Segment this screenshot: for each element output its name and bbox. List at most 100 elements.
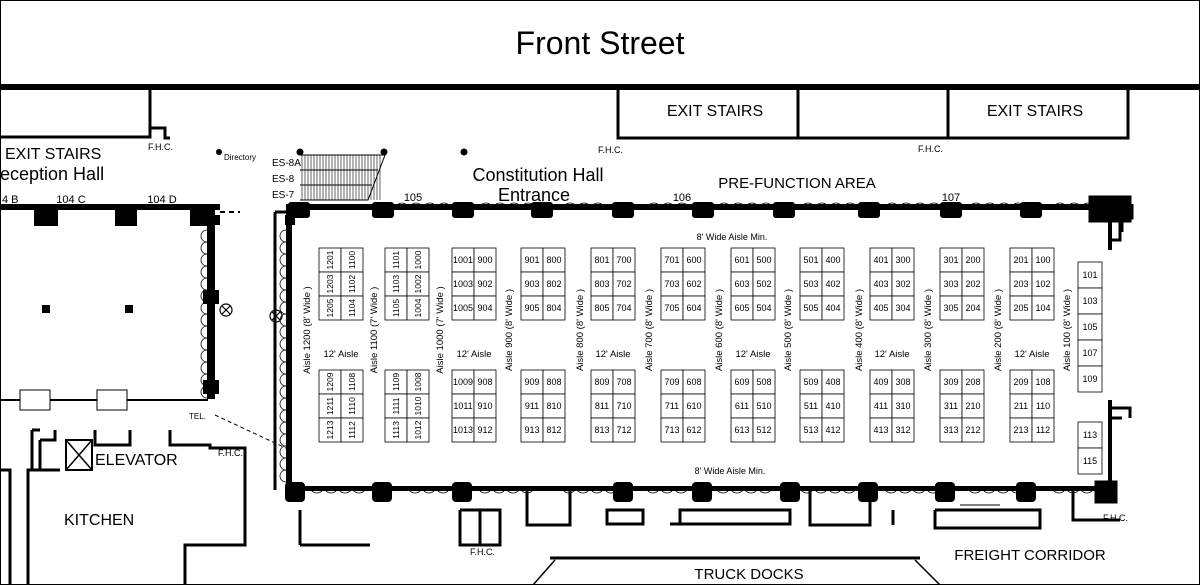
booth[interactable]: 412: [821, 417, 845, 443]
booth[interactable]: 1001: [451, 247, 475, 273]
booth[interactable]: 203: [1009, 271, 1033, 297]
booth[interactable]: 311: [939, 393, 963, 419]
booth[interactable]: 500: [752, 247, 776, 273]
booth[interactable]: 505: [799, 295, 823, 321]
booth[interactable]: 303: [939, 271, 963, 297]
booth[interactable]: 1012: [406, 417, 430, 443]
booth[interactable]: 1209: [318, 369, 342, 395]
booth[interactable]: 409: [869, 369, 893, 395]
booth[interactable]: 401: [869, 247, 893, 273]
booth[interactable]: 202: [961, 271, 985, 297]
booth[interactable]: 702: [612, 271, 636, 297]
booth[interactable]: 712: [612, 417, 636, 443]
booth[interactable]: 1113: [384, 417, 408, 443]
booth[interactable]: 1108: [340, 369, 364, 395]
booth[interactable]: 609: [730, 369, 754, 395]
booth[interactable]: 809: [590, 369, 614, 395]
booth[interactable]: 1000: [406, 247, 430, 273]
booth[interactable]: 610: [682, 393, 706, 419]
booth[interactable]: 803: [590, 271, 614, 297]
booth[interactable]: 711: [660, 393, 684, 419]
booth[interactable]: 512: [752, 417, 776, 443]
booth[interactable]: 1101: [384, 247, 408, 273]
booth[interactable]: 511: [799, 393, 823, 419]
booth[interactable]: 510: [752, 393, 776, 419]
booth[interactable]: 913: [520, 417, 544, 443]
booth[interactable]: 1201: [318, 247, 342, 273]
booth[interactable]: 903: [520, 271, 544, 297]
booth[interactable]: 608: [682, 369, 706, 395]
booth[interactable]: 1003: [451, 271, 475, 297]
booth[interactable]: 210: [961, 393, 985, 419]
booth[interactable]: 501: [799, 247, 823, 273]
booth[interactable]: 813: [590, 417, 614, 443]
wall-booth[interactable]: 107: [1077, 339, 1103, 367]
booth[interactable]: 704: [612, 295, 636, 321]
booth[interactable]: 502: [752, 271, 776, 297]
booth[interactable]: 800: [542, 247, 566, 273]
booth[interactable]: 402: [821, 271, 845, 297]
booth[interactable]: 701: [660, 247, 684, 273]
booth[interactable]: 308: [891, 369, 915, 395]
booth[interactable]: 212: [961, 417, 985, 443]
wall-booth[interactable]: 103: [1077, 287, 1103, 315]
booth[interactable]: 1112: [340, 417, 364, 443]
booth[interactable]: 404: [821, 295, 845, 321]
booth[interactable]: 708: [612, 369, 636, 395]
booth[interactable]: 110: [1031, 393, 1055, 419]
booth[interactable]: 104: [1031, 295, 1055, 321]
booth[interactable]: 902: [473, 271, 497, 297]
booth[interactable]: 801: [590, 247, 614, 273]
booth[interactable]: 302: [891, 271, 915, 297]
booth[interactable]: 1100: [340, 247, 364, 273]
booth[interactable]: 108: [1031, 369, 1055, 395]
booth[interactable]: 912: [473, 417, 497, 443]
booth[interactable]: 1203: [318, 271, 342, 297]
booth[interactable]: 413: [869, 417, 893, 443]
booth[interactable]: 700: [612, 247, 636, 273]
wall-booth[interactable]: 115: [1077, 447, 1103, 475]
booth[interactable]: 709: [660, 369, 684, 395]
booth[interactable]: 309: [939, 369, 963, 395]
booth[interactable]: 605: [730, 295, 754, 321]
booth[interactable]: 102: [1031, 271, 1055, 297]
booth[interactable]: 204: [961, 295, 985, 321]
booth[interactable]: 310: [891, 393, 915, 419]
booth[interactable]: 312: [891, 417, 915, 443]
booth[interactable]: 910: [473, 393, 497, 419]
booth[interactable]: 703: [660, 271, 684, 297]
booth[interactable]: 400: [821, 247, 845, 273]
booth[interactable]: 1213: [318, 417, 342, 443]
booth[interactable]: 909: [520, 369, 544, 395]
booth[interactable]: 503: [799, 271, 823, 297]
booth[interactable]: 1110: [340, 393, 364, 419]
booth[interactable]: 1011: [451, 393, 475, 419]
booth[interactable]: 602: [682, 271, 706, 297]
booth[interactable]: 208: [961, 369, 985, 395]
booth[interactable]: 1211: [318, 393, 342, 419]
booth[interactable]: 808: [542, 369, 566, 395]
booth[interactable]: 313: [939, 417, 963, 443]
booth[interactable]: 1009: [451, 369, 475, 395]
booth[interactable]: 900: [473, 247, 497, 273]
booth[interactable]: 812: [542, 417, 566, 443]
booth[interactable]: 403: [869, 271, 893, 297]
booth[interactable]: 405: [869, 295, 893, 321]
booth[interactable]: 304: [891, 295, 915, 321]
booth[interactable]: 1103: [384, 271, 408, 297]
booth[interactable]: 1109: [384, 369, 408, 395]
wall-booth[interactable]: 101: [1077, 261, 1103, 289]
booth[interactable]: 100: [1031, 247, 1055, 273]
booth[interactable]: 300: [891, 247, 915, 273]
wall-booth[interactable]: 113: [1077, 421, 1103, 449]
booth[interactable]: 600: [682, 247, 706, 273]
booth[interactable]: 811: [590, 393, 614, 419]
booth[interactable]: 504: [752, 295, 776, 321]
booth[interactable]: 301: [939, 247, 963, 273]
booth[interactable]: 905: [520, 295, 544, 321]
booth[interactable]: 1105: [384, 295, 408, 321]
booth[interactable]: 911: [520, 393, 544, 419]
booth[interactable]: 201: [1009, 247, 1033, 273]
booth[interactable]: 1005: [451, 295, 475, 321]
booth[interactable]: 509: [799, 369, 823, 395]
